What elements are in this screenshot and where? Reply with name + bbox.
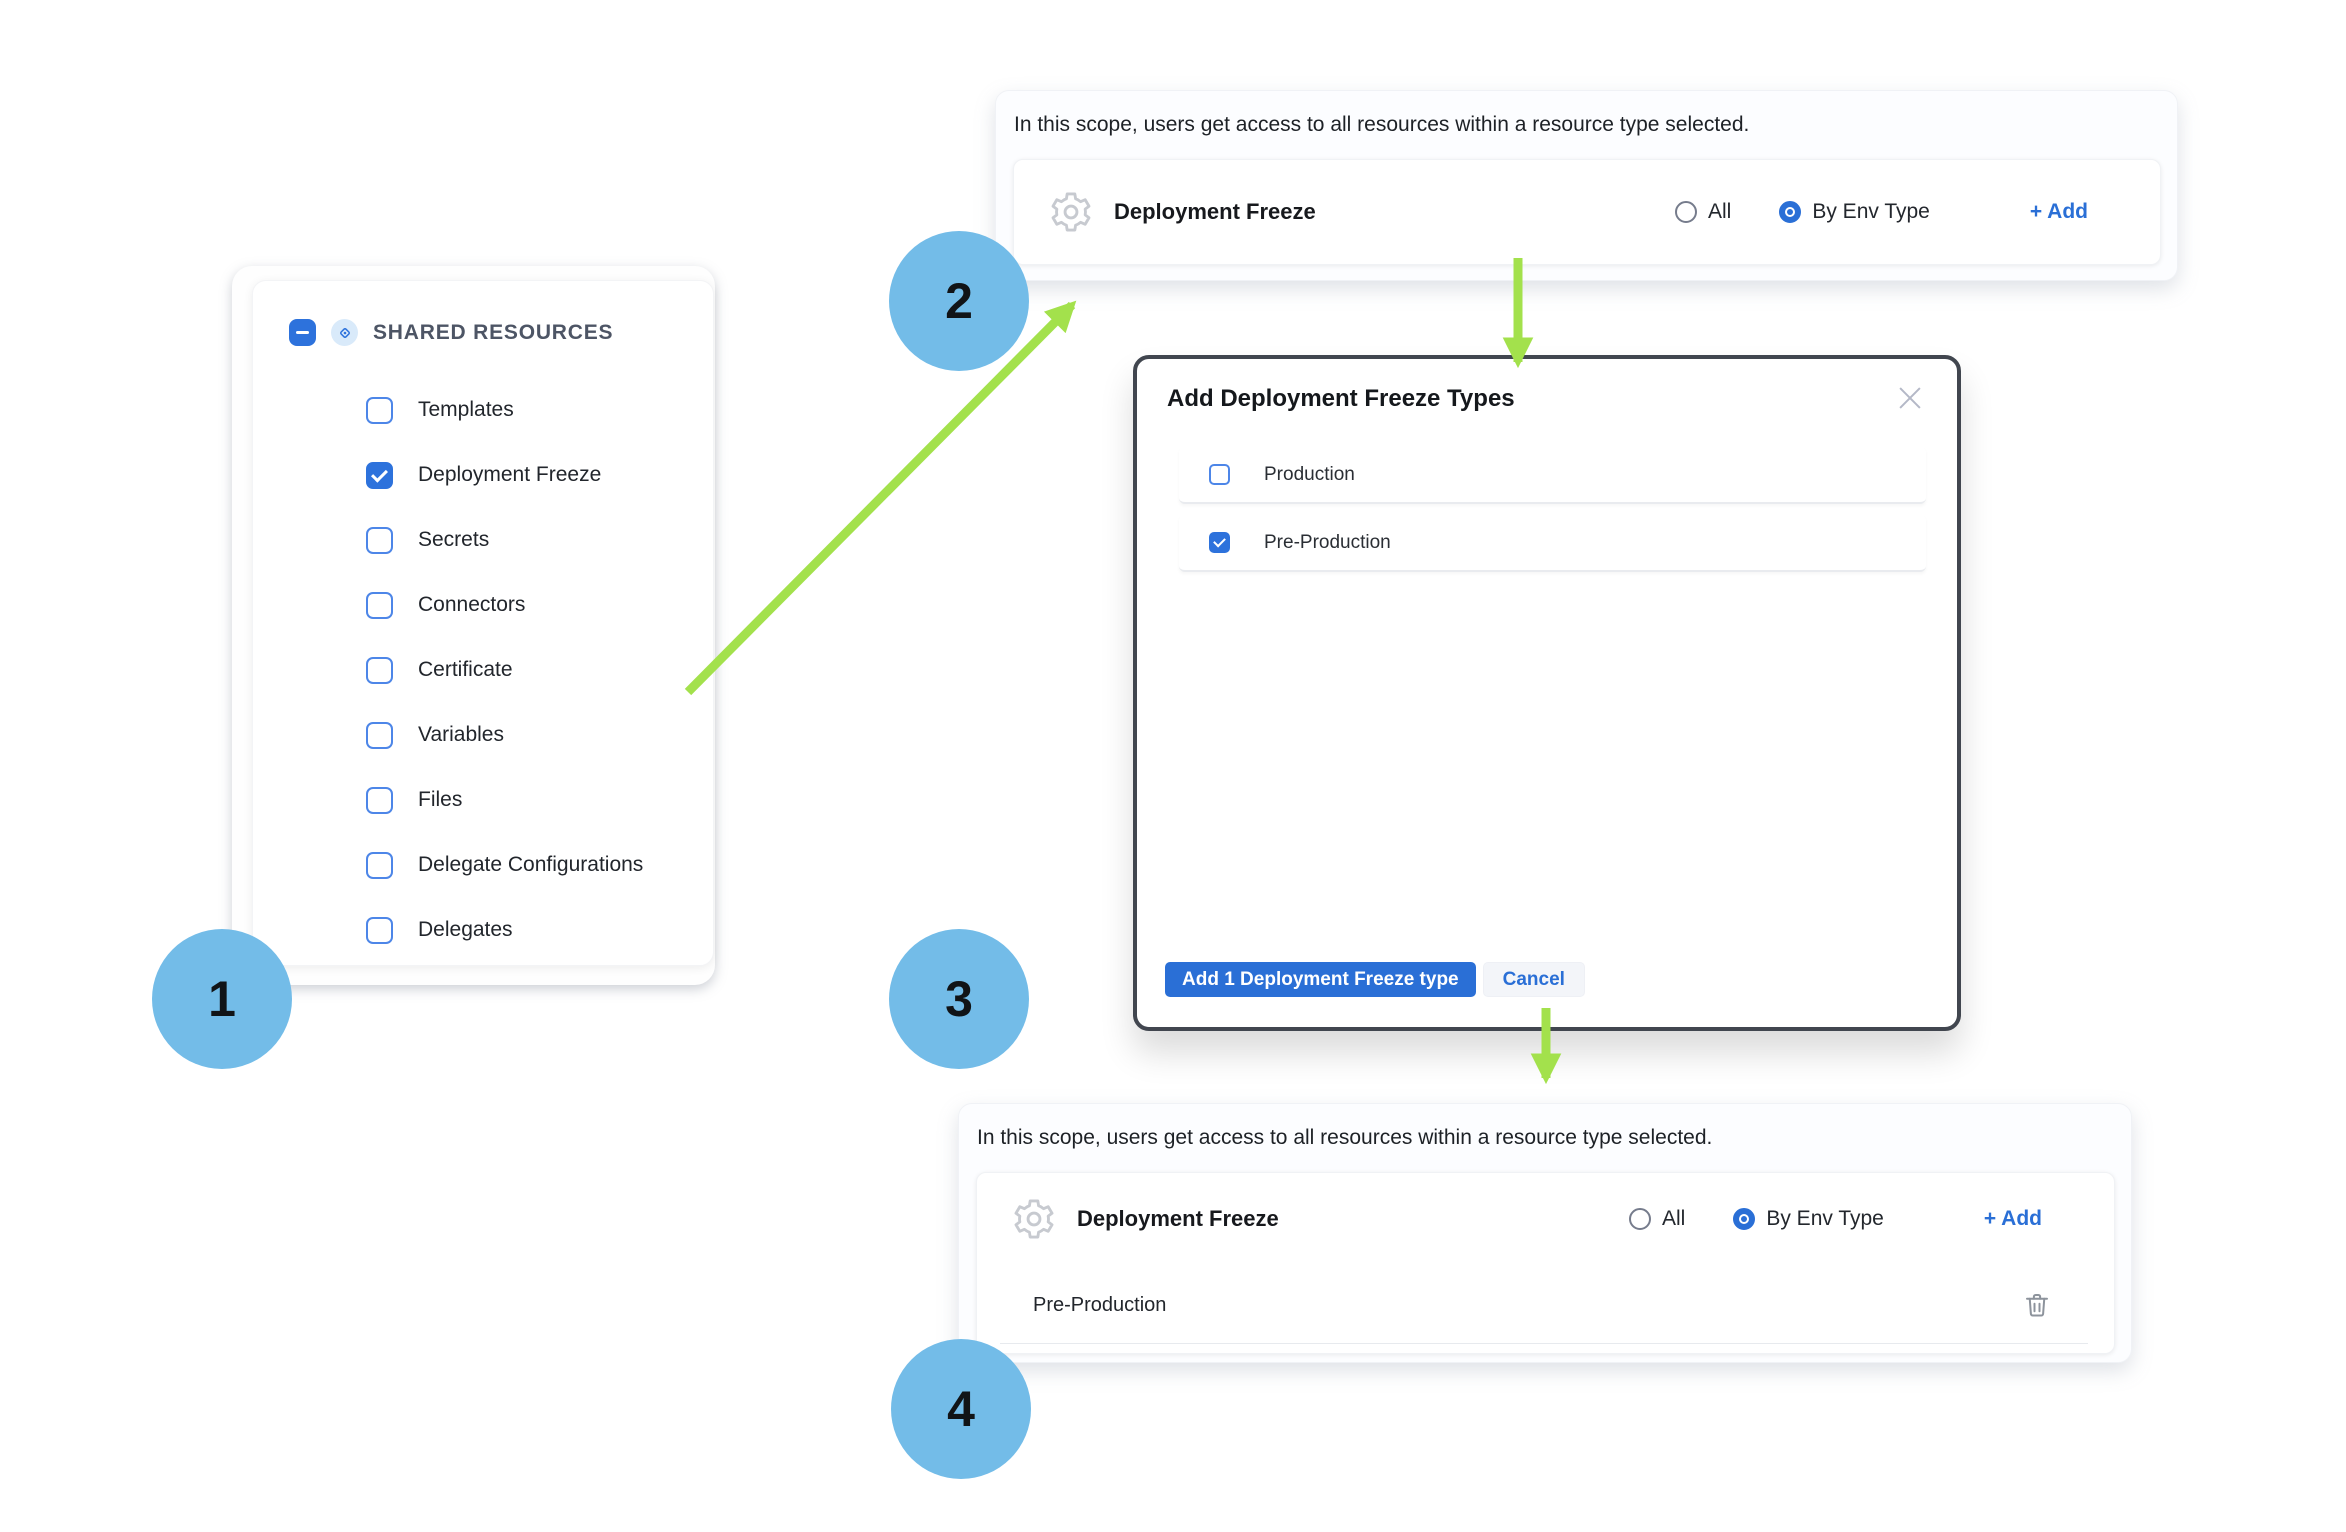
access-mode-radio-group: All By Env Type — [1629, 1207, 1884, 1231]
resource-card: Deployment Freeze All By Env Type + Add — [1013, 159, 2161, 265]
minus-icon — [296, 331, 309, 334]
list-item-variables: Variables — [366, 721, 713, 749]
checkbox[interactable] — [366, 851, 393, 879]
step-number: 2 — [945, 273, 973, 329]
trash-icon[interactable] — [2022, 1289, 2052, 1321]
list-item-files: Files — [366, 786, 713, 814]
env-type-row-pre-production: Pre-Production — [1179, 515, 1926, 572]
item-label: Templates — [418, 398, 514, 421]
radio-icon — [1675, 201, 1697, 223]
item-label: Connectors — [418, 593, 526, 616]
panel-title: SHARED RESOURCES — [373, 320, 614, 344]
gear-icon — [1014, 1199, 1054, 1239]
add-button[interactable]: + Add — [1983, 1207, 2042, 1230]
list-item-delegates: Delegates — [366, 916, 713, 944]
collapse-button[interactable] — [289, 319, 316, 346]
env-type-label: Production — [1264, 463, 1355, 485]
deployment-freeze-row: Deployment Freeze All By Env Type + Add — [1014, 160, 2160, 264]
step-badge-2: 2 — [889, 231, 1029, 371]
checkbox[interactable] — [366, 656, 393, 684]
add-deployment-freeze-types-modal: Add Deployment Freeze Types Production P… — [1133, 355, 1961, 1031]
add-button[interactable]: + Add — [2029, 200, 2088, 223]
checkbox[interactable] — [366, 721, 393, 749]
radio-label: By Env Type — [1812, 200, 1930, 223]
item-label: Files — [418, 788, 463, 811]
access-mode-radio-group: All By Env Type — [1675, 200, 1930, 224]
step-badge-3: 3 — [889, 929, 1029, 1069]
resource-title: Deployment Freeze — [1077, 1206, 1279, 1231]
radio-option-by-env-type[interactable]: By Env Type — [1779, 200, 1930, 224]
radio-option-all[interactable]: All — [1629, 1207, 1685, 1231]
radio-icon — [1629, 1208, 1651, 1230]
checkbox[interactable] — [1209, 464, 1230, 485]
scope-panel-top: In this scope, users get access to all r… — [995, 90, 2178, 281]
shared-resources-header: SHARED RESOURCES — [289, 319, 713, 346]
checkbox-checked[interactable] — [366, 461, 393, 489]
radio-label: All — [1708, 200, 1732, 223]
list-item-certificate: Certificate — [366, 656, 713, 684]
checkbox[interactable] — [366, 396, 393, 424]
selected-type-row: Pre-Production — [977, 1277, 2114, 1333]
item-label: Deployment Freeze — [418, 463, 602, 486]
item-label: Delegate Configurations — [418, 853, 644, 876]
item-label: Variables — [418, 723, 504, 746]
radio-option-all[interactable]: All — [1675, 200, 1731, 224]
step-badge-4: 4 — [891, 1339, 1031, 1479]
list-item-deployment-freeze: Deployment Freeze — [366, 461, 713, 489]
checkbox[interactable] — [366, 916, 393, 944]
shared-resources-panel: SHARED RESOURCES Templates Deployment Fr… — [252, 280, 714, 966]
resource-card: Deployment Freeze All By Env Type + Add … — [976, 1172, 2115, 1354]
step-number: 4 — [947, 1381, 975, 1437]
step-number: 1 — [208, 971, 236, 1027]
list-item-templates: Templates — [366, 396, 713, 424]
step-badge-1: 1 — [152, 929, 292, 1069]
item-label: Certificate — [418, 658, 513, 681]
arrow-step1-to-step2 — [684, 300, 1077, 696]
item-label: Delegates — [418, 918, 513, 941]
checkbox[interactable] — [366, 526, 393, 554]
shared-resources-diamond-icon — [331, 319, 358, 346]
radio-selected-icon — [1779, 201, 1802, 223]
resource-title: Deployment Freeze — [1114, 199, 1316, 224]
scope-description: In this scope, users get access to all r… — [977, 1126, 1713, 1149]
scope-description: In this scope, users get access to all r… — [1014, 113, 1750, 136]
radio-selected-icon — [1733, 1208, 1756, 1230]
list-item-secrets: Secrets — [366, 526, 713, 554]
checkbox[interactable] — [366, 591, 393, 619]
cancel-button[interactable]: Cancel — [1482, 962, 1585, 997]
scope-panel-bottom: In this scope, users get access to all r… — [958, 1103, 2132, 1363]
gear-icon — [1051, 192, 1091, 232]
submit-button[interactable]: Add 1 Deployment Freeze type — [1165, 962, 1476, 997]
modal-footer: Add 1 Deployment Freeze type Cancel — [1165, 962, 1585, 997]
selected-type-label: Pre-Production — [1033, 1293, 1167, 1316]
list-item-delegate-configurations: Delegate Configurations — [366, 851, 713, 879]
radio-option-by-env-type[interactable]: By Env Type — [1733, 1207, 1884, 1231]
env-type-row-production: Production — [1179, 447, 1926, 504]
resource-type-list: Templates Deployment Freeze Secrets Conn… — [289, 396, 713, 944]
item-label: Secrets — [418, 528, 490, 551]
radio-label: All — [1662, 1207, 1686, 1230]
step-number: 3 — [945, 971, 973, 1027]
list-item-connectors: Connectors — [366, 591, 713, 619]
checkbox-checked[interactable] — [1209, 532, 1230, 553]
close-icon[interactable] — [1897, 385, 1923, 411]
env-type-label: Pre-Production — [1264, 531, 1391, 553]
env-type-list: Production Pre-Production — [1179, 447, 1926, 583]
divider — [1000, 1343, 2088, 1344]
deployment-freeze-row: Deployment Freeze All By Env Type + Add — [977, 1173, 2114, 1265]
checkbox[interactable] — [366, 786, 393, 814]
modal-title: Add Deployment Freeze Types — [1167, 385, 1515, 412]
radio-label: By Env Type — [1766, 1207, 1884, 1230]
